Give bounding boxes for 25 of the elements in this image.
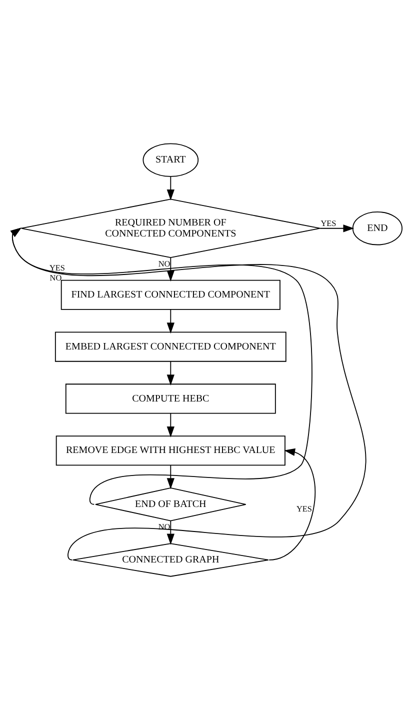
node-diamond: END OF BATCH (95, 487, 246, 521)
node-diamond: CONNECTED GRAPH (72, 542, 269, 576)
edge-label: YES (296, 504, 312, 513)
arrow (10, 227, 312, 504)
edge-label: YES (49, 263, 65, 272)
arrow (166, 360, 174, 385)
arrow (166, 308, 174, 334)
arrow (166, 176, 174, 200)
edge-label: NO (50, 273, 62, 282)
arrow (320, 224, 354, 232)
node-box: EMBED LARGEST CONNECTED COMPONENT (54, 331, 286, 362)
node-box: REMOVE EDGE WITH HIGHEST HEBC VALUE (56, 435, 286, 466)
arrow (268, 448, 316, 560)
edge-label: NO (158, 258, 170, 268)
node-box: FIND LARGEST CONNECTED COMPONENT (60, 279, 280, 310)
node-diamond: REQUIRED NUMBER OF CONNECTED COMPONENTS (20, 198, 320, 258)
arrow (166, 412, 174, 437)
arrow (166, 464, 174, 489)
edge-label: YES (320, 218, 336, 228)
arrow (166, 256, 174, 281)
arrow (10, 227, 366, 560)
arrow (166, 520, 174, 544)
node-box: COMPUTE HEBC (65, 383, 276, 414)
node-ellipse: END (352, 211, 402, 245)
node-ellipse: START (142, 142, 199, 176)
